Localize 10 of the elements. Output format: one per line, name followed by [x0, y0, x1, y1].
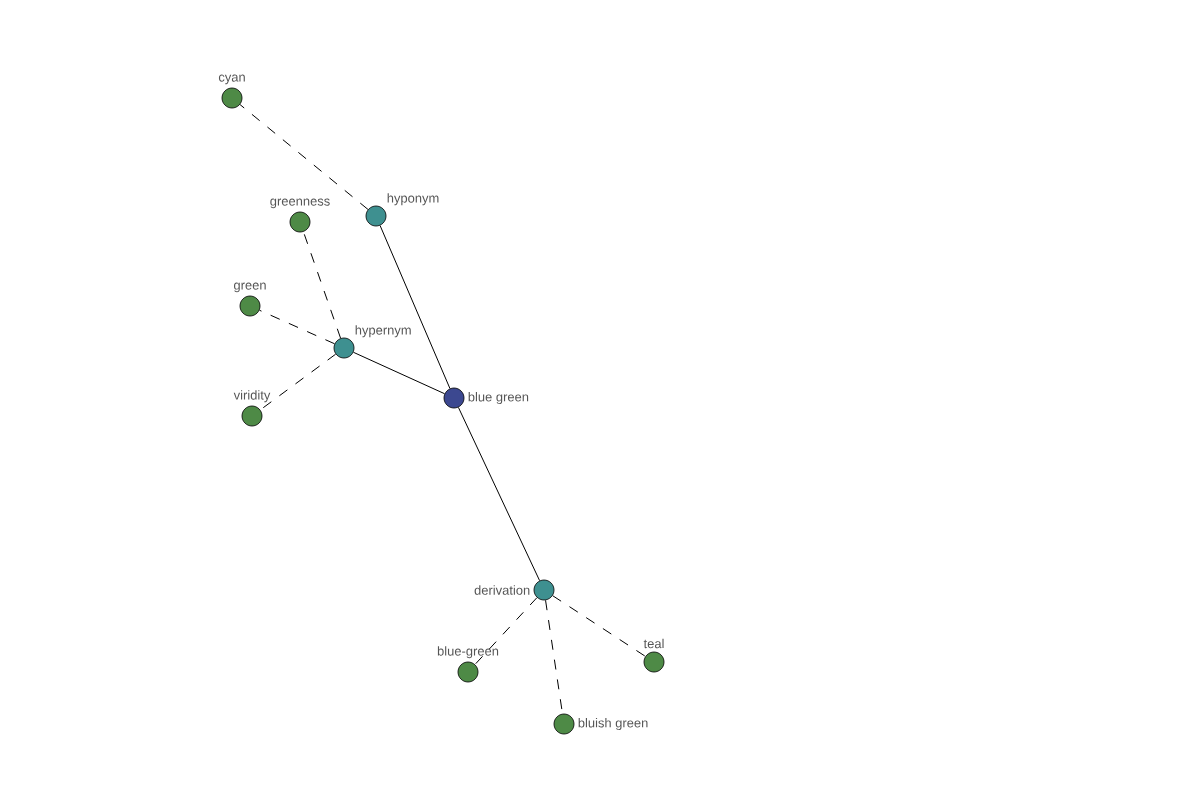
connector-line [259, 309, 335, 345]
connector-line [353, 351, 446, 395]
connector-line [552, 595, 646, 657]
connector-line [457, 406, 541, 582]
connector-line [302, 231, 342, 339]
connector-line [545, 599, 563, 715]
connector-line [474, 597, 538, 665]
connector-line [239, 104, 369, 210]
connector-line [379, 225, 451, 389]
connector-line [259, 353, 337, 411]
